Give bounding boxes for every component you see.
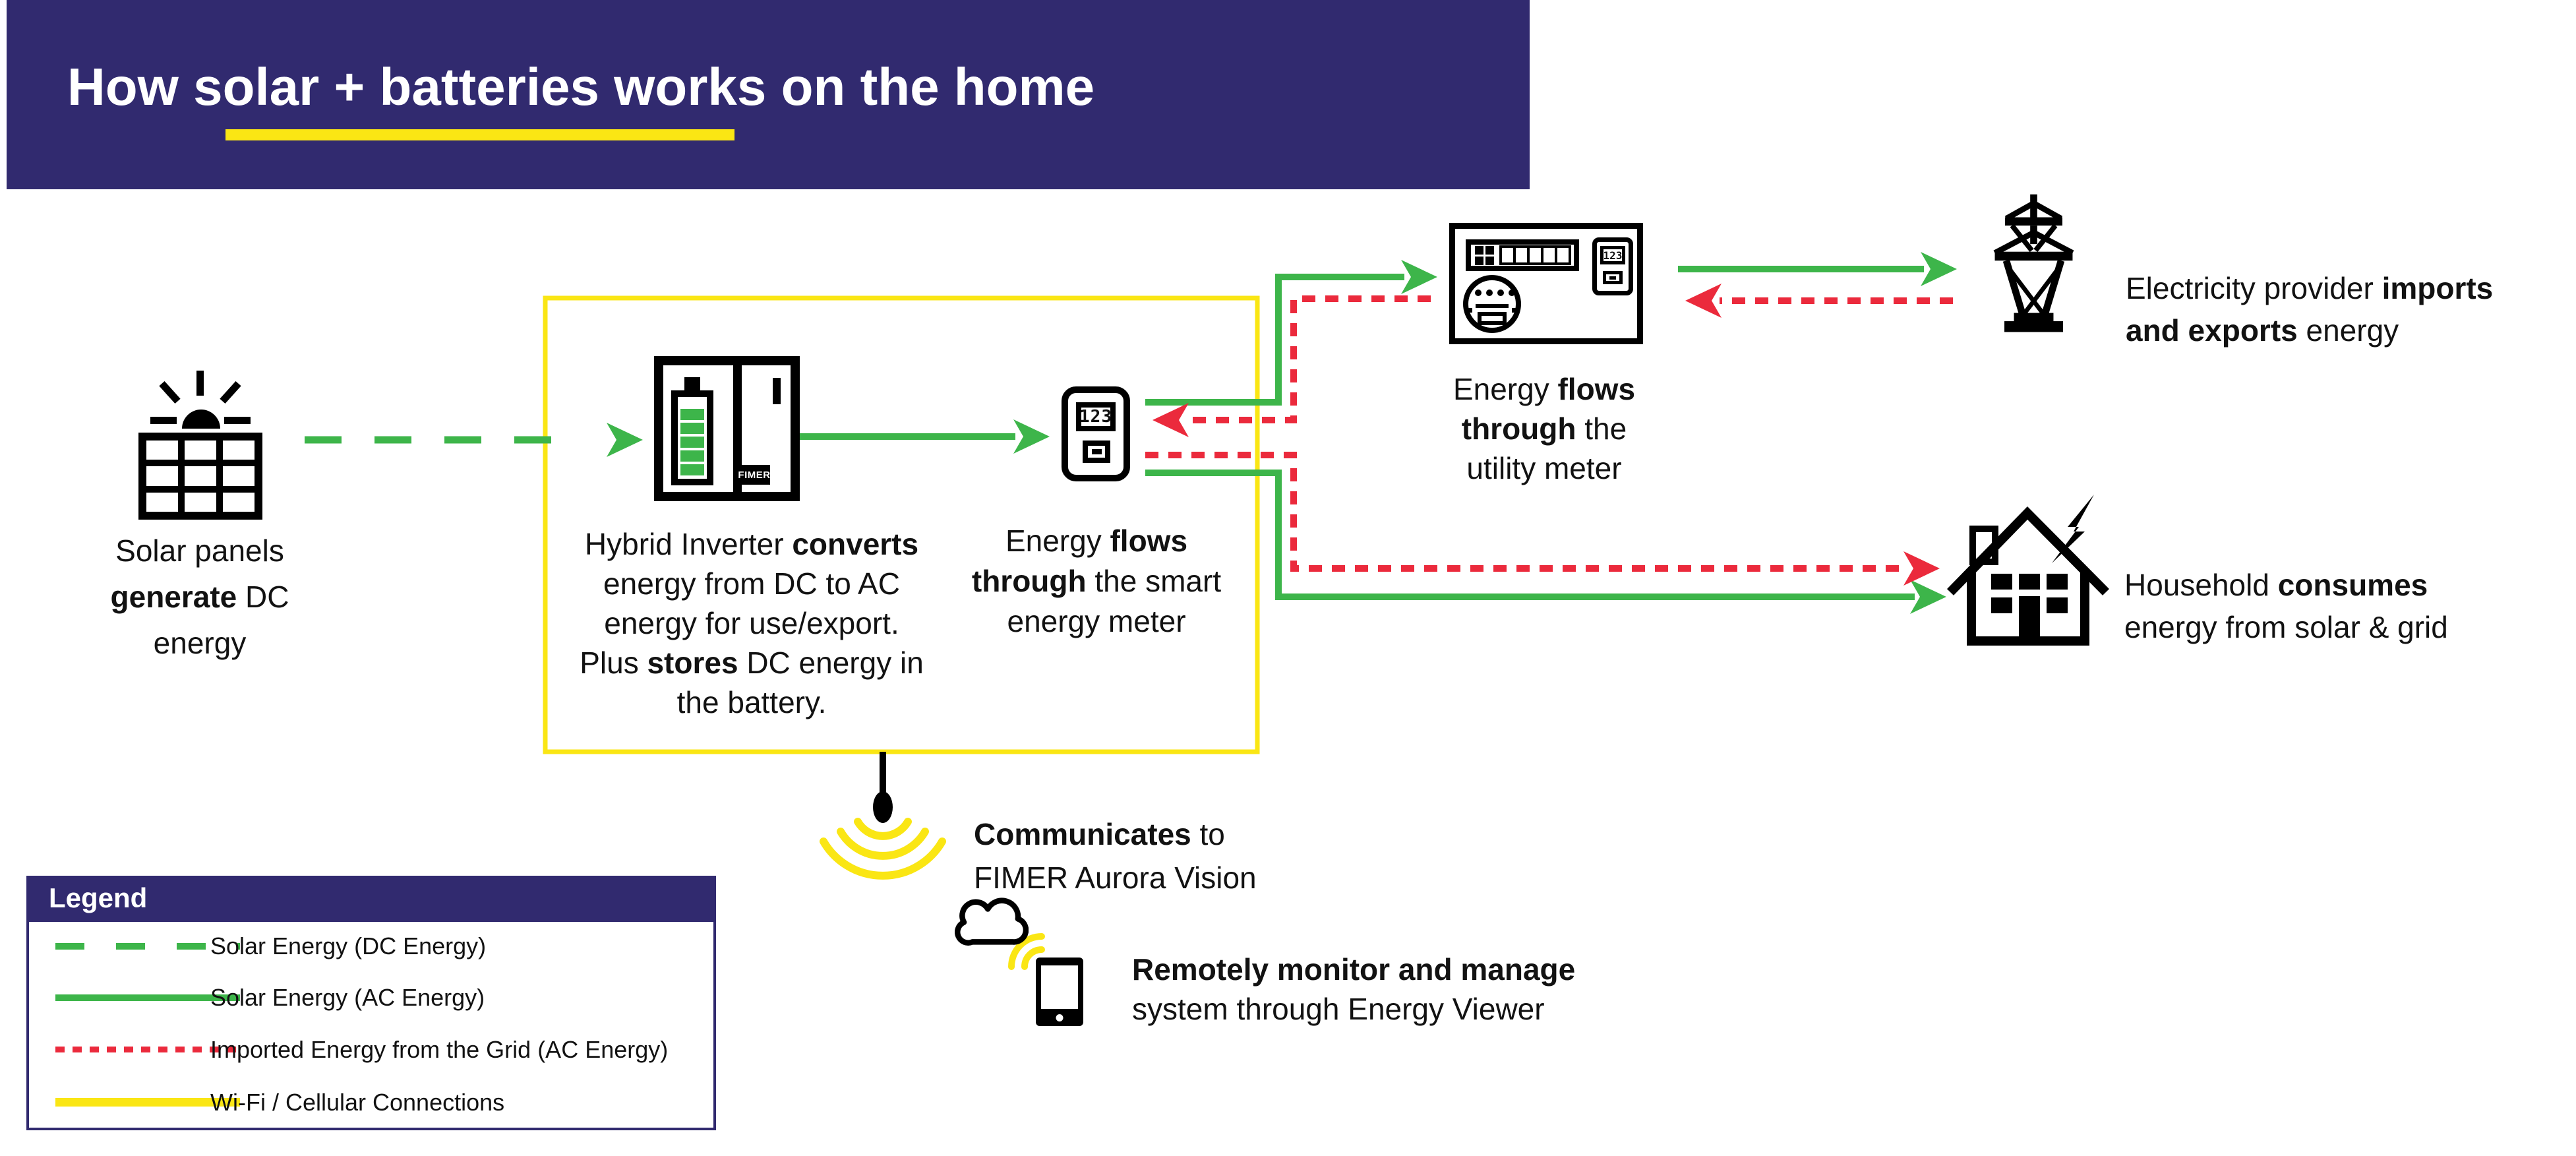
arrow-import-into-utility: [1685, 284, 1722, 318]
solar-panel-grid-icon: [138, 433, 262, 520]
arrow-into-grid: [1921, 252, 1957, 286]
fimer-logo: FIMER: [738, 465, 770, 485]
smart-meter-icon: 123: [1062, 386, 1130, 481]
cloud-icon: [955, 897, 1029, 946]
remote-label: Remotely monitor and manage system throu…: [1132, 952, 1576, 1026]
page-title: How solar + batteries works on the home: [67, 57, 1095, 116]
legend-item-label: Solar Energy (AC Energy): [210, 984, 485, 1011]
solar-label: Solar panels generate DC energy: [110, 533, 289, 660]
import-utility-to-meter: [1187, 295, 1431, 423]
sun-ray-icon: [150, 417, 177, 424]
legend-header: Legend: [26, 876, 716, 922]
legend: Legend Solar Energy (DC Energy) Solar En…: [26, 876, 716, 1130]
communicates-label: Communicates to FIMER Aurora Vision: [974, 817, 1257, 895]
arrow-into-smart-meter: [1013, 419, 1050, 454]
legend-swatch-dc: [55, 943, 240, 950]
phone-icon: [1036, 958, 1083, 1026]
ac-meter-to-household: [1145, 470, 1915, 600]
legend-item-label: Imported Energy from the Grid (AC Energy…: [210, 1036, 669, 1063]
smart-meter-port-icon: [1083, 441, 1110, 463]
utility-meter-label: Energy flows through the utility meter: [1453, 372, 1636, 485]
battery-charge-bars: [680, 409, 704, 475]
battery-nub-icon: [684, 377, 700, 392]
legend-swatch-import: [55, 1047, 240, 1052]
smart-meter-label: Energy flows through the smart energy me…: [971, 524, 1222, 638]
arrow-ac-into-household: [1910, 580, 1946, 614]
utility-meter-panel: [1466, 239, 1579, 271]
legend-body: Solar Energy (DC Energy) Solar Energy (A…: [26, 922, 716, 1130]
arrow-import-into-smart-meter: [1153, 403, 1189, 437]
title-bar: How solar + batteries works on the home: [7, 0, 1530, 189]
legend-swatch-ac: [55, 994, 240, 1001]
ac-meter-to-utility: [1145, 274, 1404, 406]
smart-meter-display: 123: [1076, 402, 1116, 431]
wifi-signal-icon: [820, 818, 946, 880]
provider-label: Electricity provider imports and exports…: [2126, 271, 2494, 348]
house-icon: [1946, 495, 2109, 646]
sun-ray-icon: [196, 371, 204, 396]
arrow-import-into-household: [1903, 551, 1940, 586]
arrow-into-utility-meter: [1401, 260, 1437, 294]
utility-meter-icon: 123: [1449, 223, 1643, 344]
legend-swatch-wifi: [55, 1098, 240, 1107]
pylon-icon: [1993, 194, 2074, 332]
household-label: Household consumes energy from solar & g…: [2124, 568, 2448, 644]
utility-meter-mini-display: 123: [1592, 237, 1633, 295]
utility-meter-dial-icon: [1463, 275, 1521, 333]
title-underline: [225, 129, 734, 140]
hybrid-inverter-icon: FIMER: [654, 356, 800, 501]
inverter-label: Hybrid Inverter converts energy from DC …: [580, 527, 924, 719]
sun-ray-icon: [224, 417, 251, 424]
legend-item-label: Wi-Fi / Cellular Connections: [210, 1089, 505, 1116]
antenna-dot: [873, 791, 893, 823]
battery-icon: [671, 390, 713, 485]
wifi-boundary-box: [543, 295, 1260, 754]
phone-wifi-icon: [1008, 933, 1045, 970]
import-meter-to-household: [1145, 452, 1908, 572]
legend-item-label: Solar Energy (DC Energy): [210, 932, 487, 959]
lightning-bolt-icon: [2052, 495, 2094, 563]
inverter-divider: [733, 365, 742, 492]
inverter-vent-icon: [773, 378, 781, 404]
arrow-dc-into-inverter: [607, 423, 643, 457]
